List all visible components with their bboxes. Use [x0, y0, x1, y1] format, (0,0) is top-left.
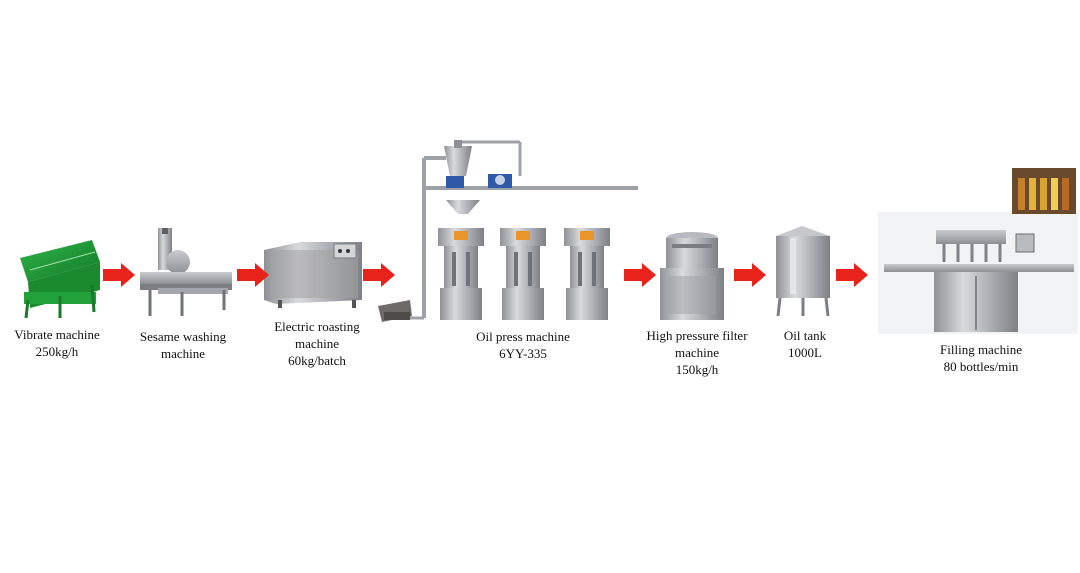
sesame-washing-machine-image	[140, 228, 232, 316]
step-spec: 250kg/h	[35, 344, 79, 359]
step-name: machine	[294, 336, 340, 351]
label-filling-machine: Filling machine 80 bottles/min	[940, 341, 1022, 375]
label-vibrate-machine: Vibrate machine 250kg/h	[14, 326, 99, 360]
step-name: machine	[674, 345, 720, 360]
flow-arrows	[103, 263, 868, 287]
step-spec: 1000L	[788, 345, 822, 360]
label-oil-tank: Oil tank 1000L	[784, 327, 826, 361]
oil-tank-image	[776, 226, 830, 317]
arrow-1-icon	[103, 263, 135, 287]
step-name: Filling machine	[940, 342, 1022, 357]
step-spec: 6YY-335	[499, 346, 547, 361]
oil-press-machine-image	[378, 140, 638, 322]
arrow-4-icon	[624, 263, 656, 287]
arrow-3-icon	[363, 263, 395, 287]
arrow-5-icon	[734, 263, 766, 287]
arrow-2-icon	[237, 263, 269, 287]
label-high-pressure-filter: High pressure filter machine 150kg/h	[646, 327, 747, 378]
step-name: machine	[160, 346, 206, 361]
step-spec: 60kg/batch	[288, 353, 346, 368]
vibrate-machine-image	[20, 240, 100, 319]
electric-roasting-machine-image	[264, 242, 362, 308]
step-name: Sesame washing	[139, 329, 227, 344]
filling-machine-image	[878, 168, 1078, 334]
step-name: Vibrate machine	[14, 327, 100, 342]
label-sesame-washing-machine: Sesame washing machine	[140, 328, 226, 362]
step-spec: 150kg/h	[675, 362, 719, 377]
step-spec: 80 bottles/min	[943, 359, 1019, 374]
label-electric-roasting-machine: Electric roasting machine 60kg/batch	[274, 318, 360, 369]
arrow-6-icon	[836, 263, 868, 287]
step-name: Oil tank	[783, 328, 827, 343]
step-name: Oil press machine	[476, 329, 570, 344]
step-name: High pressure filter	[646, 328, 748, 343]
label-oil-press-machine: Oil press machine 6YY-335	[476, 328, 570, 362]
step-name: Electric roasting	[274, 319, 360, 334]
high-pressure-filter-image	[660, 232, 724, 320]
